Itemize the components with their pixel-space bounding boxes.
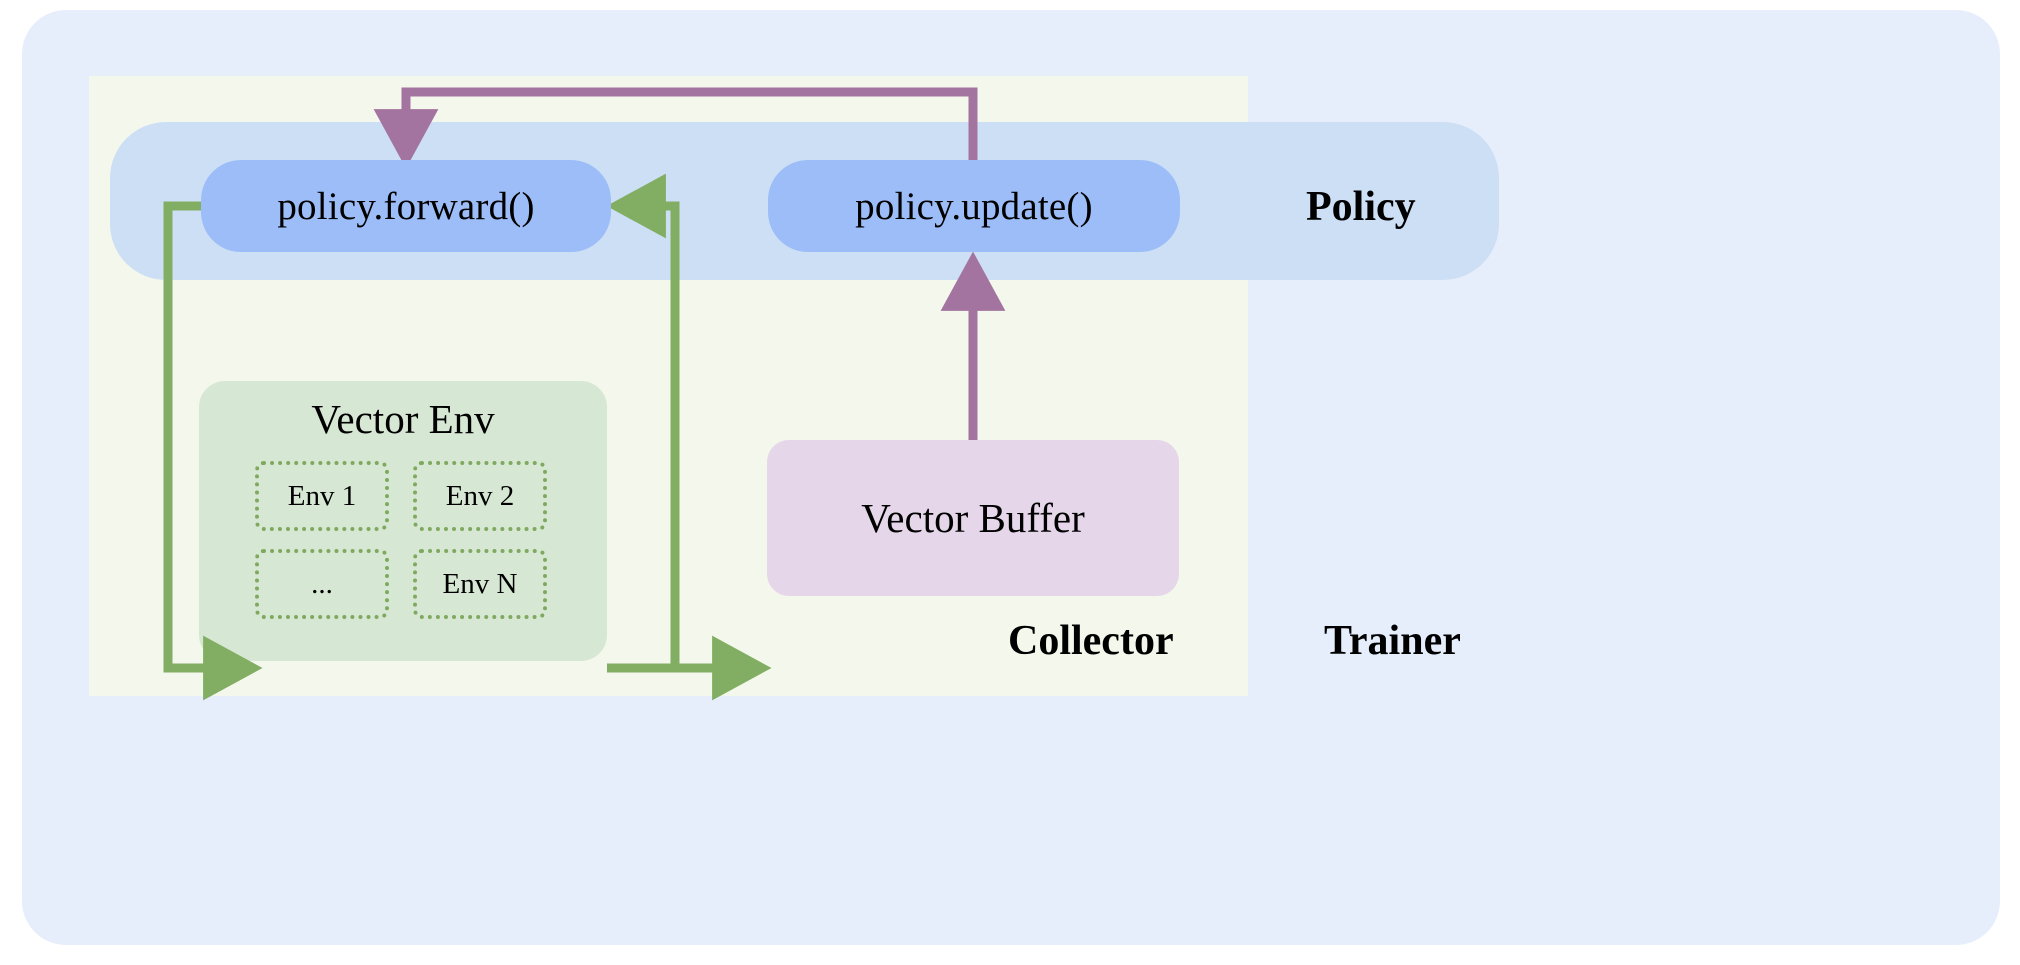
env-grid: Env 1 Env 2 ... Env N [255,461,555,619]
edge-vectorenv-to-forward [606,173,680,673]
trainer-region-label: Trainer [1324,618,1461,664]
env-cell-1: Env 1 [255,461,389,531]
policy-update-node: policy.update() [768,160,1180,252]
env-cell-ellipsis: ... [255,549,389,619]
edge-update-to-forward [373,87,978,169]
vector-env-label: Vector Env [311,396,495,442]
env-cell-n: Env N [413,549,547,619]
vector-env-node: Vector Env Env 1 Env 2 ... Env N [199,381,607,661]
policy-region-label: Policy [1306,184,1416,230]
collector-region-label: Collector [1008,618,1174,664]
policy-forward-node: policy.forward() [201,160,611,252]
env-cell-2: Env 2 [413,461,547,531]
edge-forward-to-vectorenv [163,201,263,701]
vector-buffer-node: Vector Buffer [767,440,1179,596]
